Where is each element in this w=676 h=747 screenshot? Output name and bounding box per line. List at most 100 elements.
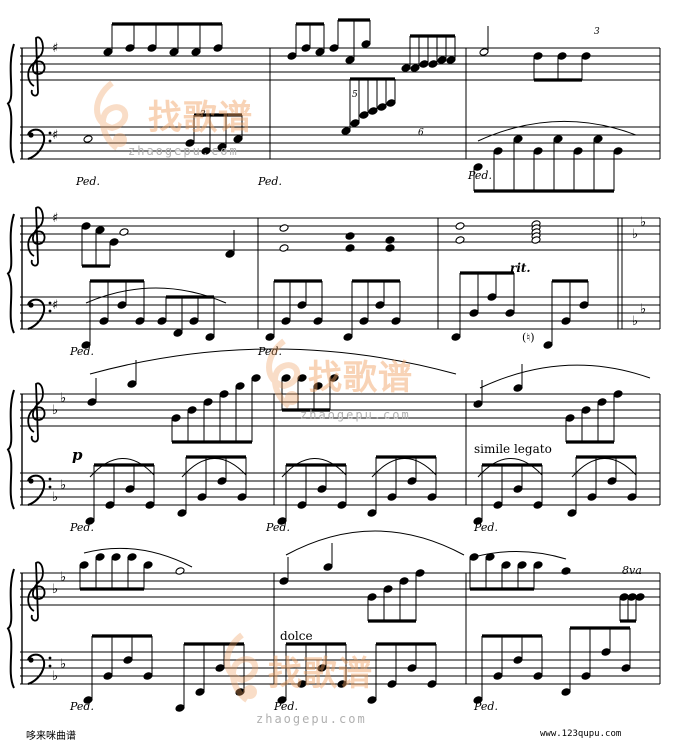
music-system: ♭♭♭♭Ped.Ped.Ped. <box>6 348 661 534</box>
note <box>147 44 157 52</box>
key-flat: ♭ <box>52 669 58 684</box>
note <box>367 696 377 704</box>
pedal-marking: Ped. <box>75 175 100 188</box>
note <box>301 44 311 52</box>
bass-clef-dot <box>48 131 52 135</box>
bass-clef-dot <box>48 656 52 660</box>
note <box>513 656 523 664</box>
slur <box>181 458 247 478</box>
note <box>505 309 515 317</box>
note <box>125 44 135 52</box>
note <box>287 52 297 60</box>
bass-clef-dot <box>48 309 52 313</box>
slur <box>477 458 543 478</box>
slur <box>89 348 457 375</box>
note <box>473 400 483 408</box>
slur <box>477 120 637 142</box>
slur <box>83 547 193 568</box>
note <box>561 567 571 575</box>
note <box>297 501 307 509</box>
pedal-marking: Ped. <box>473 700 498 713</box>
note <box>323 563 333 571</box>
note <box>387 493 397 501</box>
note <box>225 250 235 258</box>
note <box>171 414 181 422</box>
tuplet-label: 6 <box>418 128 424 138</box>
grand-staff-brace <box>6 568 15 689</box>
note <box>391 317 401 325</box>
note <box>219 390 229 398</box>
key-flat: ♭ <box>60 478 66 493</box>
note <box>501 561 511 569</box>
note <box>350 119 360 127</box>
note <box>157 317 167 325</box>
note <box>359 111 369 119</box>
note <box>329 44 339 52</box>
note <box>597 398 607 406</box>
pedal-marking: Ped. <box>473 521 498 534</box>
footer-right-url: www.123qupu.com <box>540 729 622 739</box>
note <box>125 485 135 493</box>
slur <box>89 458 155 478</box>
note <box>343 333 353 341</box>
watermark-logo-3 <box>212 630 272 714</box>
tuplet-label: 5 <box>352 90 358 100</box>
note <box>187 406 197 414</box>
bass-clef-dot <box>28 478 34 484</box>
note <box>337 501 347 509</box>
note <box>533 147 543 155</box>
note <box>235 382 245 390</box>
pedal-marking: Ped. <box>69 700 94 713</box>
note <box>579 301 589 309</box>
note <box>281 317 291 325</box>
note <box>87 398 97 406</box>
note <box>345 232 355 240</box>
watermark-url-1: zhaogepu.com <box>128 144 239 158</box>
half-note <box>175 567 185 575</box>
note <box>367 509 377 517</box>
note <box>143 672 153 680</box>
note <box>553 135 563 143</box>
key-flat: ♭ <box>52 490 58 505</box>
note <box>533 561 543 569</box>
note <box>117 301 127 309</box>
watermark-brand-1: 找歌谱 <box>148 98 253 138</box>
note <box>386 99 396 107</box>
pedal-marking: Ped. <box>265 521 290 534</box>
grand-staff-brace <box>6 43 15 164</box>
tuplet-label: 3 <box>200 110 206 120</box>
slur <box>285 530 465 556</box>
key-flat: ♭ <box>60 657 66 672</box>
ottava-marking: 8va <box>622 564 642 577</box>
note <box>487 293 497 301</box>
note <box>517 561 527 569</box>
bass-clef <box>27 653 46 685</box>
note <box>451 333 461 341</box>
note <box>189 317 199 325</box>
simile-legato-text: simile legato <box>474 442 552 456</box>
note <box>95 226 105 234</box>
note <box>627 493 637 501</box>
slur <box>571 458 637 478</box>
note <box>345 56 355 64</box>
note <box>601 648 611 656</box>
note <box>493 147 503 155</box>
bass-clef-dot <box>48 485 52 489</box>
dynamic-piano: p <box>72 446 83 464</box>
note <box>197 493 207 501</box>
note <box>203 398 213 406</box>
note <box>345 244 355 252</box>
bass-clef-dot <box>48 301 52 305</box>
note <box>446 56 456 64</box>
note <box>385 236 395 244</box>
note <box>127 380 137 388</box>
grand-staff-brace <box>6 389 15 510</box>
note <box>513 485 523 493</box>
key-sharp: ♯ <box>52 41 58 56</box>
note <box>217 477 227 485</box>
note <box>103 48 113 56</box>
note <box>313 317 323 325</box>
treble-clef <box>27 382 46 443</box>
note <box>613 390 623 398</box>
